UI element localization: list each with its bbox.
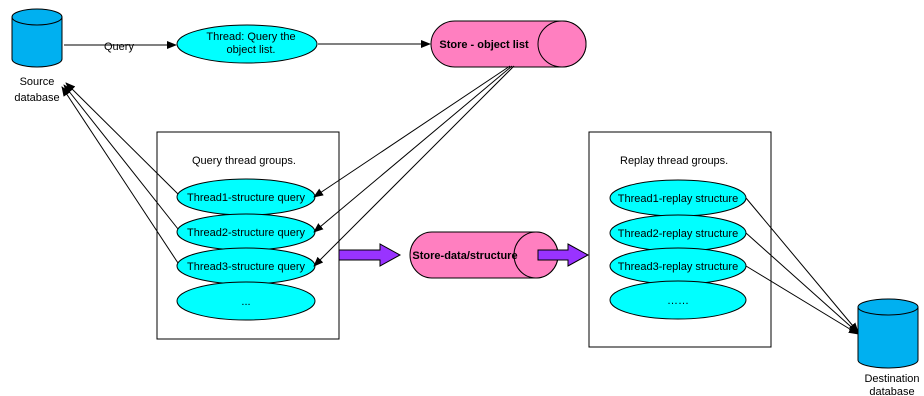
query-arrow-label: Query (104, 41, 134, 53)
replay-thread-2-label: Thread2-replay structure (618, 228, 738, 240)
transfer-arrow-to-store-data (338, 243, 402, 267)
destination-database-label-line2: database (869, 386, 914, 396)
source-database-label-line1: Source (20, 76, 55, 88)
query-thread-3-label: Thread3-structure query (187, 261, 305, 273)
query-thread-3: Thread3-structure query (176, 247, 316, 285)
thread-query-label-line1: Thread: Query the (206, 31, 295, 43)
replay-thread-more-label: …… (667, 295, 689, 307)
source-database-icon (11, 8, 63, 68)
thread-query-object-list (176, 24, 318, 64)
query-thread-more: ... (176, 281, 316, 321)
store-data-structure-label: Store-data/structure (412, 250, 517, 262)
query-thread-2: Thread2-structure query (176, 213, 316, 251)
destination-database-label-line1: Destination (864, 373, 919, 385)
replay-thread-3-label: Thread3-replay structure (618, 261, 738, 273)
replay-thread-1-label: Thread1-replay structure (618, 193, 738, 205)
query-thread-more-label: ... (241, 296, 250, 308)
query-thread-group-title: Query thread groups. (192, 155, 296, 167)
source-database-label-line2: database (14, 92, 59, 104)
replay-thread-more: …… (609, 280, 747, 320)
store-object-list (430, 20, 587, 68)
query-thread-2-to-source-arrow (63, 84, 179, 230)
store-to-query-thread-1-arrow (313, 65, 511, 198)
replay-thread-2-to-dest-arrow (745, 232, 859, 334)
store-object-list-label: Store - object list (439, 39, 529, 51)
query-thread-2-label: Thread2-structure query (187, 227, 305, 239)
query-thread-3-to-source-arrow (61, 86, 179, 264)
replay-thread-group-title: Replay thread groups. (620, 155, 728, 167)
store-to-query-thread-3-arrow (313, 65, 515, 267)
query-thread-1-label: Thread1-structure query (187, 192, 305, 204)
destination-database-icon (857, 298, 919, 369)
query-thread-1-to-source-arrow (65, 82, 179, 195)
replay-thread-1-to-dest-arrow (745, 197, 859, 333)
query-thread-1: Thread1-structure query (176, 178, 316, 216)
replay-thread-3: Thread3-replay structure (609, 247, 747, 285)
replay-thread-1: Thread1-replay structure (609, 179, 747, 217)
transfer-arrow-to-replay (537, 243, 590, 267)
thread-query-label-line2: object list. (227, 44, 276, 56)
replay-thread-3-to-dest-arrow (745, 265, 859, 335)
store-to-query-thread-2-arrow (313, 65, 513, 233)
replay-thread-2: Thread2-replay structure (609, 214, 747, 252)
store-data-structure (409, 231, 559, 279)
